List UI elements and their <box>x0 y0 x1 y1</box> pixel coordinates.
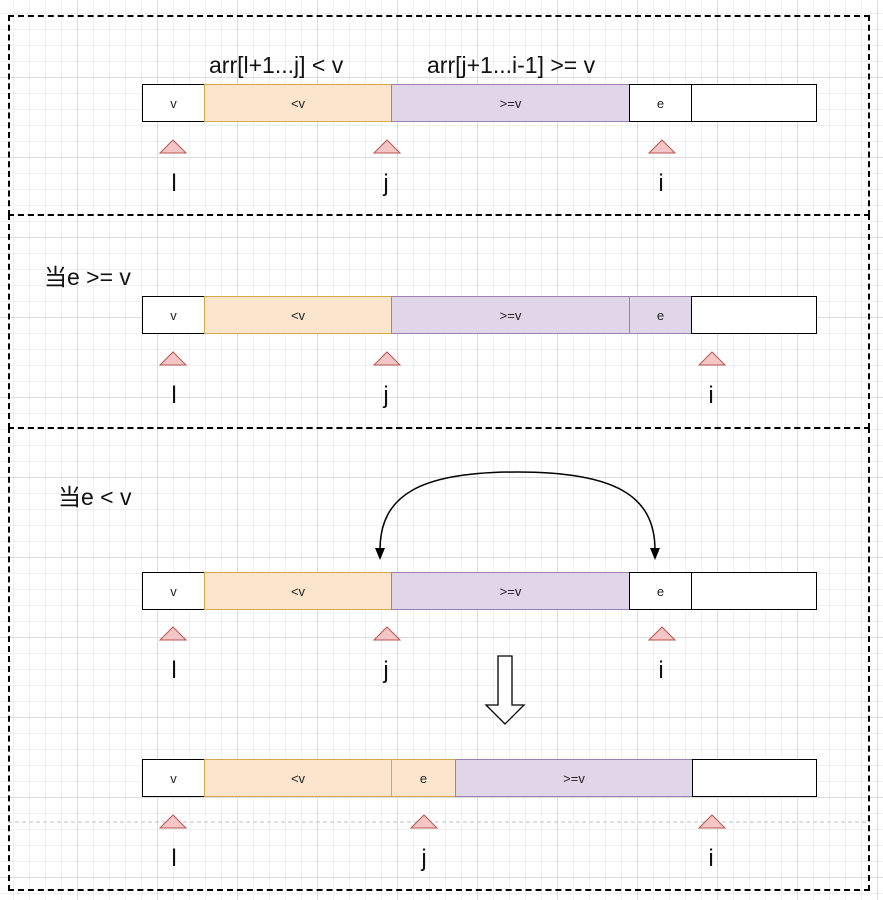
pointer-i-triangle-icon <box>647 626 677 641</box>
cell-less-than-v: <v <box>204 296 392 334</box>
pointer-l-triangle-icon <box>158 351 188 366</box>
cell-unprocessed <box>691 84 817 122</box>
less-range-label: arr[l+1...j] < v <box>209 52 344 78</box>
ge-range-label: arr[j+1...i-1] >= v <box>427 52 596 78</box>
panel-case-e-lt-v <box>8 427 870 891</box>
pointer-j-label: j <box>383 382 389 409</box>
pointer-i-label: i <box>708 845 714 872</box>
pointer-l-triangle-icon <box>158 626 188 641</box>
cell-v: v <box>142 296 205 334</box>
pointer-i-label: i <box>658 170 664 197</box>
cell-e: e <box>629 572 692 610</box>
cell-e: e <box>629 296 692 334</box>
swap-arrowhead-left-icon <box>375 548 385 560</box>
pointer-i-label: i <box>658 657 664 684</box>
cell-less-than-v: <v <box>204 759 392 797</box>
pointer-i-triangle-icon <box>697 351 727 366</box>
cell-ge-v: >=v <box>455 759 693 797</box>
case-ge-title: 当e >= v <box>44 264 131 290</box>
pointer-j-triangle-icon <box>372 351 402 366</box>
cell-v: v <box>142 572 205 610</box>
cell-ge-v: >=v <box>391 84 630 122</box>
pointer-l-label: l <box>171 170 177 197</box>
pointer-l-triangle-icon <box>158 814 188 829</box>
down-arrow-icon <box>484 655 526 725</box>
swap-arrowhead-right-icon <box>650 548 660 560</box>
pointer-j-triangle-icon <box>409 814 439 829</box>
cell-unprocessed <box>692 759 817 797</box>
cell-ge-v: >=v <box>391 296 630 334</box>
cell-less-than-v: <v <box>204 572 392 610</box>
cell-unprocessed <box>691 296 817 334</box>
pointer-j-label: j <box>383 170 389 197</box>
cell-v: v <box>142 759 205 797</box>
pointer-l-triangle-icon <box>158 139 188 154</box>
cell-unprocessed <box>691 572 817 610</box>
pointer-l-label: l <box>171 845 177 872</box>
pointer-j-triangle-icon <box>372 139 402 154</box>
pointer-j-triangle-icon <box>372 626 402 641</box>
pointer-l-label: l <box>171 382 177 409</box>
pointer-j-label: j <box>383 657 389 684</box>
pointer-i-label: i <box>708 382 714 409</box>
pointer-i-triangle-icon <box>647 139 677 154</box>
pointer-l-label: l <box>171 657 177 684</box>
swap-arrow-icon <box>379 471 656 551</box>
pointer-i-triangle-icon <box>697 814 727 829</box>
pointer-j-label: j <box>421 845 427 872</box>
case-lt-title: 当e < v <box>58 484 132 510</box>
cell-e: e <box>391 759 456 797</box>
